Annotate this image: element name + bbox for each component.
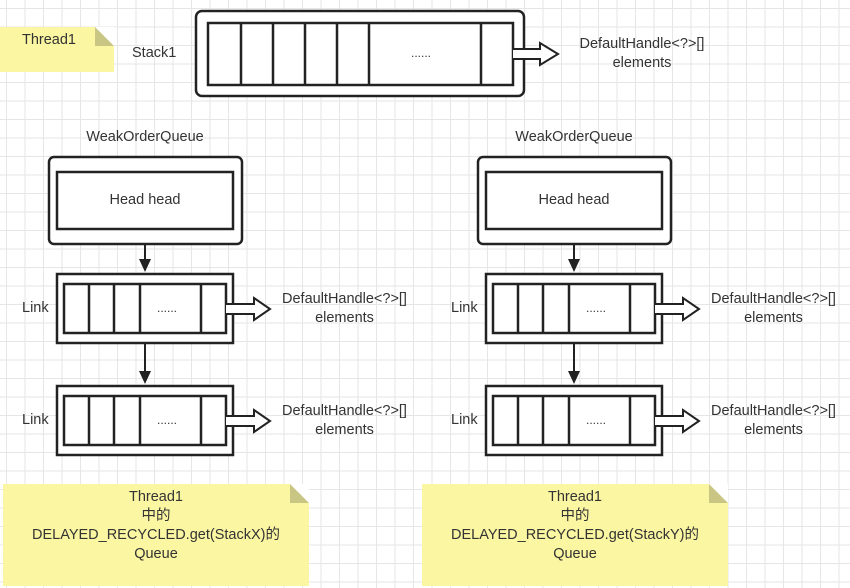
link-label: Link — [22, 412, 49, 428]
link-inner-box — [62, 394, 228, 447]
link-target-label: DefaultHandle<?>[] elements — [272, 290, 417, 328]
arrow-head-icon — [139, 371, 151, 384]
note-line: Queue — [134, 546, 178, 562]
link-ellipsis: ...... — [586, 301, 607, 315]
note-fold-corner — [95, 27, 114, 46]
link-label: Link — [22, 300, 49, 316]
arrow-head-icon — [139, 259, 151, 272]
note-line: DELAYED_RECYCLED.get(StackY)的 — [451, 527, 699, 543]
link-ellipsis: ...... — [157, 413, 178, 427]
link-hollow-arrow — [655, 296, 701, 322]
stack-ellipsis: ...... — [411, 46, 432, 60]
note-fold-corner — [709, 484, 728, 503]
stack-label: Stack1 — [132, 45, 177, 61]
stack-hollow-arrow — [513, 41, 560, 67]
link-target-label: DefaultHandle<?>[] elements — [701, 290, 846, 328]
target-line1: DefaultHandle<?>[] — [711, 403, 836, 419]
link-hollow-arrow — [226, 296, 272, 322]
target-line1: DefaultHandle<?>[] — [579, 36, 705, 52]
link-target-label: DefaultHandle<?>[] elements — [272, 402, 417, 440]
arrow-head-icon — [568, 371, 580, 384]
link-ellipsis: ...... — [586, 413, 607, 427]
head-label: Head head — [109, 192, 181, 208]
link-hollow-arrow — [226, 408, 272, 434]
arrow-head-icon — [568, 259, 580, 272]
link-inner-box — [491, 282, 657, 335]
link-hollow-arrow — [655, 408, 701, 434]
stack-array[interactable] — [194, 9, 560, 98]
target-line1: DefaultHandle<?>[] — [282, 403, 407, 419]
target-line2: elements — [744, 422, 803, 438]
queue-note-text: Thread1 中的 DELAYED_RECYCLED.get(StackX)的… — [3, 488, 309, 564]
queue-left[interactable] — [47, 155, 272, 457]
link-label: Link — [451, 300, 478, 316]
note-line: Queue — [553, 546, 597, 562]
thread-note-label: Thread1 — [21, 32, 76, 48]
link-label: Link — [451, 412, 478, 428]
head-box — [55, 170, 235, 231]
head-label: Head head — [538, 192, 610, 208]
queue-note-left[interactable]: Thread1 中的 DELAYED_RECYCLED.get(StackX)的… — [3, 484, 309, 586]
target-line2: elements — [612, 55, 672, 71]
queue-right[interactable] — [476, 155, 701, 457]
note-line: Thread1 — [128, 489, 183, 505]
queue-note-text: Thread1 中的 DELAYED_RECYCLED.get(StackY)的… — [422, 488, 728, 564]
target-line1: DefaultHandle<?>[] — [711, 291, 836, 307]
head-box — [484, 170, 664, 231]
stack-inner-box — [206, 21, 515, 87]
stack-target-label: DefaultHandle<?>[] elements — [562, 35, 722, 73]
queue-title: WeakOrderQueue — [515, 129, 633, 145]
note-line: 中的 — [560, 508, 590, 524]
target-line2: elements — [744, 310, 803, 326]
note-fold-corner — [290, 484, 309, 503]
note-line: DELAYED_RECYCLED.get(StackX)的 — [32, 527, 280, 543]
target-line1: DefaultHandle<?>[] — [282, 291, 407, 307]
target-line2: elements — [315, 310, 374, 326]
queue-title: WeakOrderQueue — [86, 129, 204, 145]
link-ellipsis: ...... — [157, 301, 178, 315]
note-line: 中的 — [141, 508, 171, 524]
link-target-label: DefaultHandle<?>[] elements — [701, 402, 846, 440]
target-line2: elements — [315, 422, 374, 438]
note-line: Thread1 — [547, 489, 602, 505]
queue-note-right[interactable]: Thread1 中的 DELAYED_RECYCLED.get(StackY)的… — [422, 484, 728, 586]
thread-note[interactable]: Thread1 — [0, 27, 114, 72]
